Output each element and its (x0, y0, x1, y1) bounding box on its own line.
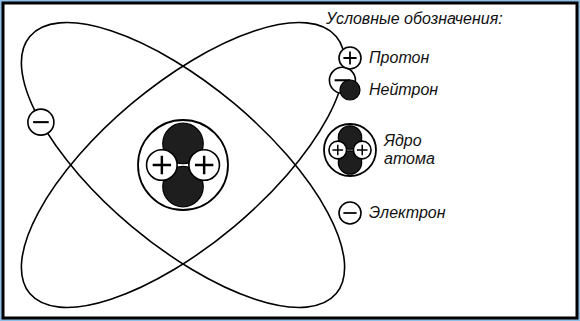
neutron-symbol (340, 80, 360, 100)
legend-text: Электрон (369, 204, 446, 222)
legend-text: Нейтрон (369, 81, 438, 99)
legend-icon (324, 124, 376, 176)
proton-symbol (147, 150, 178, 181)
legend-heading-slot: Условные обозначения: (326, 10, 503, 28)
legend-text: Ядро атома (384, 132, 448, 169)
electron-orbit (0, 0, 388, 321)
atom (0, 0, 388, 321)
legend-entry: Ядро атома (384, 132, 448, 169)
legend-icon (339, 202, 361, 224)
legend-entry: Протон (369, 49, 429, 67)
frame (3, 3, 577, 318)
legend-entry: Электрон (369, 204, 446, 222)
minus-sign (343, 212, 356, 214)
legend-text: Протон (369, 49, 429, 67)
minus-sign (33, 121, 49, 123)
proton-symbol (189, 150, 220, 181)
electron-orbit (0, 0, 388, 321)
electron-symbol (28, 109, 54, 135)
plus-sign (332, 145, 343, 156)
legend-heading: Условные обозначения: (326, 10, 503, 28)
plus-sign (343, 51, 356, 64)
proton-symbol (339, 47, 361, 69)
plus-sign (195, 156, 213, 174)
legend-icons (324, 47, 376, 224)
plus-sign (357, 145, 368, 156)
proton-symbol (353, 141, 371, 159)
legend-icon (339, 47, 361, 69)
plus-sign (153, 156, 171, 174)
proton-symbol (329, 141, 347, 159)
legend-entry: Нейтрон (369, 81, 438, 99)
nucleus-outline (138, 120, 228, 210)
electron-symbol (339, 202, 361, 224)
legend-icon (340, 80, 360, 100)
nucleus-outline (324, 124, 376, 176)
